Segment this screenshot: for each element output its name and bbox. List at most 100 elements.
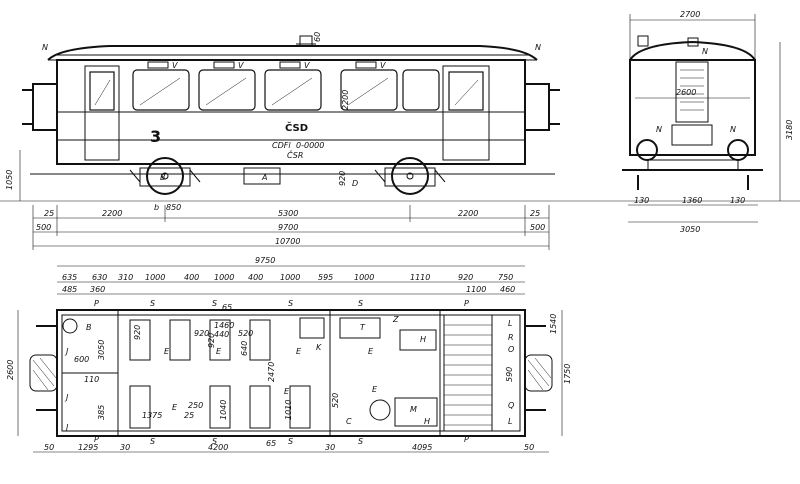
window-mark-1: V — [172, 61, 178, 70]
end-mark-2: N — [656, 125, 662, 134]
int-dim-3: 1460 — [214, 321, 234, 330]
int-dim-20: 520 — [331, 393, 340, 408]
dim-row1-2: 2200 — [102, 209, 122, 218]
room-marks: S S S S S S S S P P P P T Z H H M L L R … — [64, 299, 514, 446]
plan-right-dim-1: 1540 — [549, 314, 558, 334]
plan-right-dim-2: 1750 — [563, 364, 572, 384]
dim-row2-1: 500 — [36, 223, 51, 232]
end-width-top: 2700 — [680, 10, 700, 19]
window-hatching — [94, 77, 479, 106]
dim-row3-1: 10700 — [275, 237, 300, 246]
room-mark: P — [464, 435, 469, 444]
dim-row2-3: 500 — [530, 223, 545, 232]
plan-top-6: 1000 — [214, 273, 234, 282]
int-dim-1: 920 — [133, 325, 142, 340]
plan-bottom-1: 50 — [44, 443, 54, 452]
end-mark-left: N — [42, 43, 48, 52]
state-mark: ČSR — [287, 149, 303, 160]
room-mark: E — [368, 347, 374, 356]
int-dim-6: 440 — [214, 330, 229, 339]
plan-top-7: 400 — [248, 273, 263, 282]
room-mark: K — [316, 343, 322, 352]
end-overall-width: 3050 — [680, 225, 700, 234]
plan-top-12: 920 — [458, 273, 473, 282]
end-mark-right: N — [535, 43, 541, 52]
room-mark: J — [64, 347, 69, 356]
room-mark: E — [172, 403, 178, 412]
plan-bottom-3: 30 — [120, 443, 130, 452]
room-mark: Q — [508, 401, 514, 410]
int-dim-4: 920 — [207, 333, 216, 348]
detail-mark-a: A — [261, 173, 267, 182]
plan-view: 9750 635 630 310 1000 400 1000 400 1000 … — [6, 256, 572, 453]
int-dim-9: 640 — [240, 341, 249, 356]
end-mark-1: N — [702, 47, 708, 56]
room-mark: P — [94, 299, 99, 308]
plan-bottom-2: 1295 — [78, 443, 98, 452]
room-mark: L — [508, 319, 512, 328]
end-height: 3180 — [785, 120, 794, 140]
plan-bottom-4: 4200 — [208, 443, 228, 452]
int-dim-5: 520 — [238, 329, 253, 338]
int-dim-12: 1375 — [142, 411, 162, 420]
room-mark: J — [64, 423, 69, 432]
plan-second-2: 360 — [90, 285, 105, 294]
room-mark: P — [94, 435, 99, 444]
room-mark: E — [164, 347, 170, 356]
operator-mark: ČSD — [285, 121, 308, 134]
room-mark: S — [150, 437, 155, 446]
dim-row2-2: 9700 — [278, 223, 298, 232]
cab-floor-hatching — [444, 324, 492, 426]
plan-bottom-7: 50 — [524, 443, 534, 452]
vehicle-number: 3 — [150, 127, 161, 146]
int-dim-19: 590 — [505, 367, 514, 382]
int-dim-10: 1010 — [284, 400, 293, 420]
int-dim-8: 2470 — [267, 362, 276, 382]
room-mark: E — [284, 387, 290, 396]
room-mark: P — [464, 299, 469, 308]
end-view: 2700 2600 3180 130 1360 130 3050 N N N — [622, 10, 794, 234]
dim-row1-4: 2200 — [458, 209, 478, 218]
int-dim-15: 25 — [184, 411, 194, 420]
side-elevation: 3 ČSD CDFl 0-0000 ČSR 60 2200 920 1050 V… — [0, 32, 800, 250]
plan-top-4: 1000 — [145, 273, 165, 282]
room-mark: M — [410, 405, 417, 414]
int-dim-13: 385 — [97, 405, 106, 420]
room-mark: H — [420, 335, 426, 344]
end-mark-3: N — [730, 125, 736, 134]
plan-second-4: 460 — [500, 285, 515, 294]
room-mark: B — [86, 323, 92, 332]
room-mark: H — [424, 417, 430, 426]
plan-top-8: 1000 — [280, 273, 300, 282]
int-dim-17: 65 — [266, 439, 276, 448]
room-mark: S — [212, 437, 217, 446]
plan-top-5: 400 — [184, 273, 199, 282]
room-mark: Z — [392, 315, 399, 324]
wheel-dim: 850 — [166, 203, 181, 212]
roof-dim: 60 — [313, 32, 322, 42]
plan-bottom-6: 4095 — [412, 443, 432, 452]
int-dim-16: 65 — [222, 303, 232, 312]
int-dim-18: 110 — [84, 375, 99, 384]
room-mark: S — [358, 437, 363, 446]
end-bottom-dim-2: 1360 — [682, 196, 702, 205]
end-bottom-dim-1: 130 — [634, 196, 649, 205]
room-mark: E — [216, 347, 222, 356]
int-dim-7: 3050 — [97, 340, 106, 360]
int-dim-21: 600 — [74, 355, 89, 364]
plan-top-1: 635 — [62, 273, 77, 282]
vehicle-designation: CDFl — [272, 141, 291, 150]
step-dim: 1050 — [5, 170, 14, 190]
end-bottom-dim-3: 130 — [730, 196, 745, 205]
window-mark-4: V — [380, 61, 386, 70]
plan-bottom-5: 30 — [325, 443, 335, 452]
room-mark: L — [508, 417, 512, 426]
window-mark-3: V — [304, 61, 310, 70]
room-mark: S — [150, 299, 155, 308]
dim-row1-5: 25 — [530, 209, 540, 218]
floor-dim: 920 — [338, 171, 347, 186]
wheel-letter: b — [154, 203, 159, 212]
room-mark: J — [64, 393, 69, 402]
room-mark: S — [288, 299, 293, 308]
room-mark: E — [372, 385, 378, 394]
